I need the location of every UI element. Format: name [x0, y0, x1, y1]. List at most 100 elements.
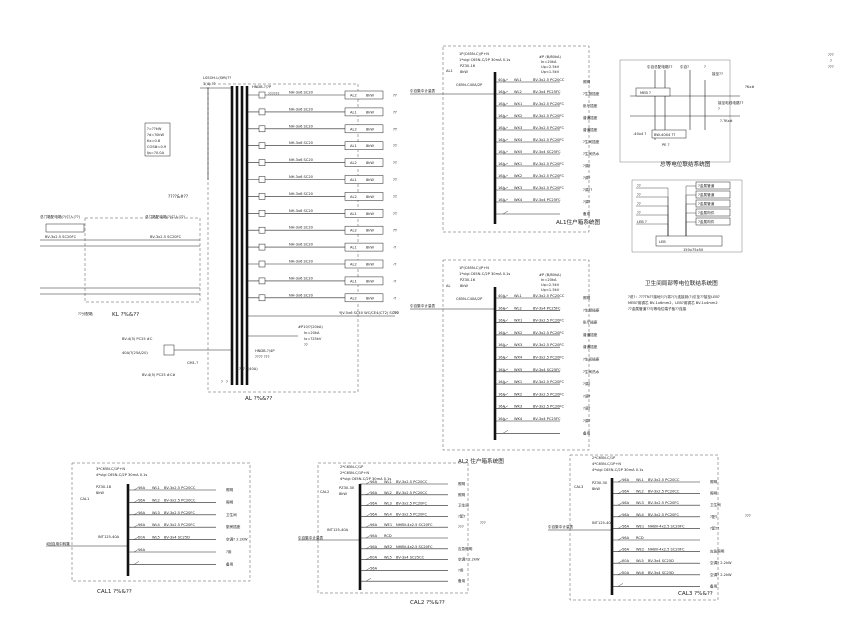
- cal1-row-circuit: WL1: [152, 486, 160, 490]
- cal3-title: CAL3 ?%&??: [678, 591, 713, 597]
- cal1-row-use: 空调? 2.2kW: [226, 537, 248, 542]
- main-row-panel-box: [344, 192, 384, 201]
- al2-row-circuit: WX1: [514, 319, 522, 323]
- cal3-row-cable: BV-3x4 SC25D: [648, 559, 674, 563]
- al1-row-circuit: WK4: [514, 198, 523, 202]
- al2-row-amp: 40A: [498, 294, 506, 298]
- leb-left-label: ??: [637, 184, 641, 188]
- meb-box-1: [635, 87, 671, 97]
- al2-enclosure: [442, 259, 590, 451]
- al2-row-cable: BV-3x2.5 PC20FC: [533, 331, 564, 335]
- spare-breaker-note-1: In=20kA: [304, 331, 320, 335]
- al1-row-switch: [502, 174, 509, 179]
- cal2-row-use: ?用: [458, 567, 464, 572]
- main-row-cable: NH-3x6 SC20: [289, 276, 314, 280]
- cal1-header-2: 4*vigi C65N-C/2P 30mA 0.1s: [96, 473, 147, 477]
- al1-spd-2: In=20kA: [541, 60, 557, 64]
- main-row-kw: 8kW: [366, 178, 374, 182]
- cal2-row-switch: [365, 502, 372, 506]
- al1-row-cable: BV-3x2.5 PC20FC: [533, 102, 564, 106]
- al2-row-switch: [502, 393, 509, 397]
- al1-row-switch: [502, 138, 509, 143]
- al2-row-switch: [502, 356, 509, 360]
- main-row-breaker: [258, 277, 266, 285]
- left-feed-1: 总门箱配电箱(?)引入(??): [40, 214, 81, 219]
- al2-main-sw: PZ30-16: [460, 278, 476, 282]
- cal2-diagram: 2*C65N-C/1P 2*C65N-C/1P+N 4*vigi C65N-C/…: [298, 462, 486, 606]
- spd-box: [163, 344, 175, 356]
- cal1-row-circuit: WL4: [152, 523, 161, 527]
- main-row-tag: -T: [393, 246, 397, 250]
- al1-row-circuit: WL2: [514, 90, 522, 94]
- al2-row-amp: 16A: [498, 331, 506, 335]
- cal2-row-switch: [365, 534, 372, 539]
- cal3-main-sw: PZ30-30: [592, 481, 608, 485]
- cal2-side-note: ???: [480, 521, 486, 525]
- meb-right-4: ?-?Kx#: [720, 119, 733, 123]
- main-row-breaker: [258, 260, 266, 268]
- left-box-label: ??分配箱: [78, 311, 93, 316]
- main-row-breaker: [258, 176, 266, 183]
- main-row-cable: NH-3x6 SC20: [289, 260, 314, 264]
- main-row-panel-box: [344, 124, 384, 134]
- cal3-row-use: 应急照明: [710, 549, 725, 554]
- cal2-row-circuit: RCD: [384, 534, 392, 538]
- al2-feed-note: 引自集中计量表: [410, 303, 436, 308]
- cal2-feed: INT125-40A: [327, 528, 349, 532]
- cal3-row-cable: BV-3x4 SC25D: [648, 571, 674, 575]
- al1-row-cable: BV-3x2.5 PC20FC: [533, 114, 564, 118]
- cal2-header-1: 2*C65N-C/1P: [340, 465, 364, 469]
- leb-right-box: [695, 208, 731, 217]
- cal2-row-amp: 16A: [370, 491, 378, 495]
- al2-diagram: 1P(C65N-C)/P+N 1*vigi C65N-C/2P 30mA 0.1…: [410, 259, 600, 465]
- cal2-row-amp: 16A: [370, 523, 378, 527]
- left-cable-2: BV-3x2.5 SC20FC: [150, 235, 182, 239]
- al1-row-cable: BV-3x4 SC25FC: [533, 150, 561, 154]
- cal3-row-cable: BV-3x2.5 PC20FC: [648, 513, 679, 517]
- al1-feed-note: 引自集中计量表: [410, 88, 436, 93]
- main-panel-title: AL ?%&??: [245, 396, 272, 402]
- main-row-cable: NH-3x6 SC20: [289, 91, 314, 95]
- al1-row-use: 普通插座: [583, 127, 598, 132]
- al1-spd-3: Up=2.5kV: [541, 65, 560, 69]
- leb-title: 卫生间局部等电位联结系统图: [645, 279, 718, 287]
- cal3-row-cable: NHBV-4x2.5 SC20FC: [648, 548, 685, 552]
- al2-spd-4: Up<1.5kV: [541, 288, 560, 292]
- al1-enclosure: [442, 45, 590, 233]
- cal2-row-switch: [365, 567, 372, 571]
- main-row-panel-box: [344, 107, 384, 117]
- cal2-feed-note: 引自集中计量表: [298, 535, 324, 540]
- cal3-row-amp: 16A: [622, 513, 630, 517]
- cal1-row-cable: BV-3x2.5 PC20FC: [164, 523, 195, 527]
- al2-row-switch: [502, 368, 509, 372]
- leb-left-label: ??: [637, 202, 641, 206]
- main-row-tag: ?T: [393, 127, 398, 131]
- main-legend-5: Ijs=?0.0A: [147, 151, 165, 155]
- leb-note-2: MEB?用铜芯 BV-1x6mm2，LEB?用铜芯 BV-1x4mm2: [628, 300, 718, 305]
- cal3-row-use: 备用: [710, 583, 718, 588]
- meb-diagram: 引自总配电箱?? 引自? ? 接至?? ?Kx# 接至电线电路?? ? ?-?K…: [619, 59, 754, 168]
- al2-row-amp: 16A: [498, 306, 506, 310]
- cal1-row-amp: 16A: [138, 511, 146, 515]
- cal1-feed: INT125-40A: [98, 535, 120, 539]
- al2-row-amp: 16A: [498, 392, 506, 396]
- main-row-panel-box: [344, 209, 384, 218]
- al1-row-cable: BV-3x2.5 PC20FC: [533, 126, 564, 130]
- main-row-sw: AL2: [350, 161, 357, 165]
- main-row-sw: AL2: [350, 229, 357, 233]
- leb-right-box: [695, 190, 731, 199]
- al1-row-use: ?调?: [583, 163, 591, 168]
- al1-row-circuit: WK3: [514, 186, 522, 190]
- al1-row-amp: 16A: [498, 102, 506, 106]
- cal1-row-switch: [133, 548, 140, 553]
- frame-note-1: ???: [828, 53, 834, 57]
- al2-row-switch: [502, 417, 509, 422]
- cal2-row-switch: [365, 480, 372, 485]
- cal2-row-cable: NHBV-4x2.5 SC20FC: [396, 523, 433, 527]
- al1-feed: C65N-C40A/2P: [456, 83, 483, 87]
- cal3-row-circuit: WL2: [636, 490, 644, 494]
- cal2-row-cable: BV-3x2.5 PC20FC: [396, 502, 427, 506]
- al2-header-2: 1*vigi C65N-C/2P 30mA 0.1s: [459, 272, 510, 276]
- al2-row-use: ?生间插座: [583, 357, 600, 362]
